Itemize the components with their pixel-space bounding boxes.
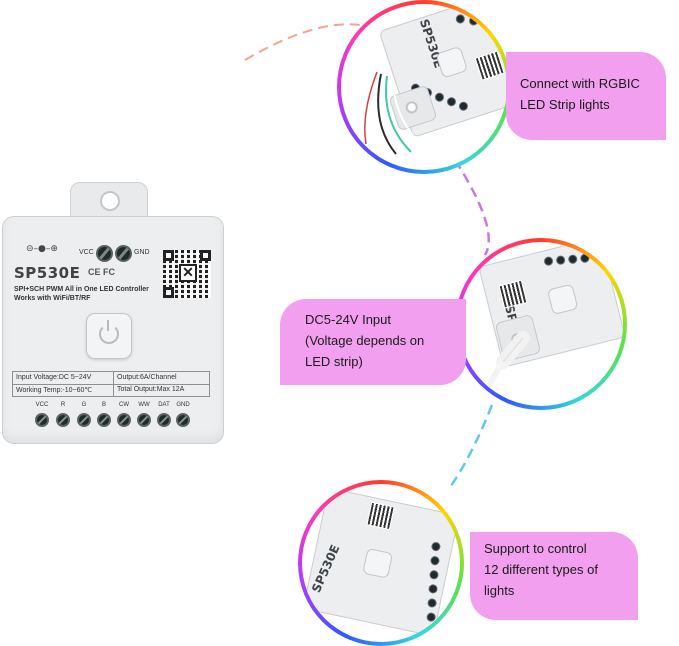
qr-code: ✕ xyxy=(163,250,211,298)
product-subtitle: SPI+SCH PWM All in One LED Controller xyxy=(14,286,149,293)
gnd-label: GND xyxy=(134,249,150,256)
mounting-hole xyxy=(100,191,120,211)
terminal-label: R xyxy=(60,402,66,408)
callout-line: (Voltage depends on xyxy=(305,333,425,348)
model-logo: SP530E xyxy=(309,542,343,595)
controller-closeup: SP530E xyxy=(302,487,460,637)
screw-terminal xyxy=(77,413,91,427)
callout-line: lights xyxy=(484,583,515,598)
terminal-label: DAT xyxy=(158,402,170,408)
callout-rgbic-connection: Connect with RGBIC LED Strip lights xyxy=(506,52,666,140)
spec-working-temp: Working Temp:-10~60℃ xyxy=(16,387,93,394)
screw-terminal xyxy=(428,569,440,581)
callout-line: LED Strip lights xyxy=(520,97,610,112)
screw-terminal xyxy=(117,413,131,427)
spec-output: Output:6A/Channel xyxy=(117,374,177,381)
screw-terminal xyxy=(430,541,442,552)
terminal-label: G xyxy=(81,402,87,408)
terminal-label: GND xyxy=(176,402,190,408)
zoom-circle-light-types: SP530E xyxy=(298,480,464,646)
callout-line: 12 different types of xyxy=(484,562,598,577)
spec-table: Input Voltage:DC 5~24V Output:6A/Channel… xyxy=(12,371,210,397)
controller-device: ⊝–●–⊕ VCC GND SP530E CE FC ✕ SPI+SCH PWM… xyxy=(0,182,230,444)
power-button xyxy=(86,313,132,359)
screw-terminal xyxy=(137,413,151,427)
certification-marks: CE FC xyxy=(88,267,115,277)
callout-line: Support to control xyxy=(484,541,587,556)
screw-terminal xyxy=(426,597,438,609)
terminal-label: WW xyxy=(138,402,150,408)
power-terminal-gnd xyxy=(115,245,132,262)
screw-terminal xyxy=(427,583,439,595)
zoom-circle-strip-connection: SP530E xyxy=(337,0,511,174)
dc-polarity-icon: ⊝–●–⊕ xyxy=(26,244,58,254)
callout-line: Connect with RGBIC xyxy=(520,76,640,91)
model-name: SP530E xyxy=(14,264,81,282)
callout-line: DC5-24V Input xyxy=(305,312,391,327)
qr-code xyxy=(366,501,395,531)
screw-terminal xyxy=(157,413,171,427)
screw-terminal xyxy=(425,611,437,623)
screw-terminal xyxy=(176,413,190,427)
terminal-label: VCC xyxy=(35,402,49,408)
terminal-label: B xyxy=(101,402,106,408)
connectivity-line: Works with WiFi/BT/RF xyxy=(14,295,91,302)
power-terminal-vcc xyxy=(96,245,113,262)
spec-input-voltage: Input Voltage:DC 5~24V xyxy=(16,374,92,381)
close-icon: ✕ xyxy=(179,264,197,282)
dc-cable xyxy=(480,331,530,403)
power-button xyxy=(362,547,394,579)
callout-light-types: Support to control 12 different types of… xyxy=(470,532,638,620)
zoom-circle-dc-input: SP530E xyxy=(455,238,627,410)
screw-terminal xyxy=(429,555,441,567)
terminal-label: CW xyxy=(119,402,129,408)
screw-terminal xyxy=(97,413,111,427)
power-icon xyxy=(99,320,119,344)
callout-dc-input: DC5-24V Input (Voltage depends on LED st… xyxy=(280,299,466,385)
vcc-label: VCC xyxy=(79,249,94,256)
callout-line: LED strip) xyxy=(305,354,363,369)
strip-wires xyxy=(364,71,432,155)
screw-terminal xyxy=(56,413,70,427)
spec-total-output: Total Output:Max 12A xyxy=(117,386,185,393)
screw-terminal xyxy=(35,413,49,427)
